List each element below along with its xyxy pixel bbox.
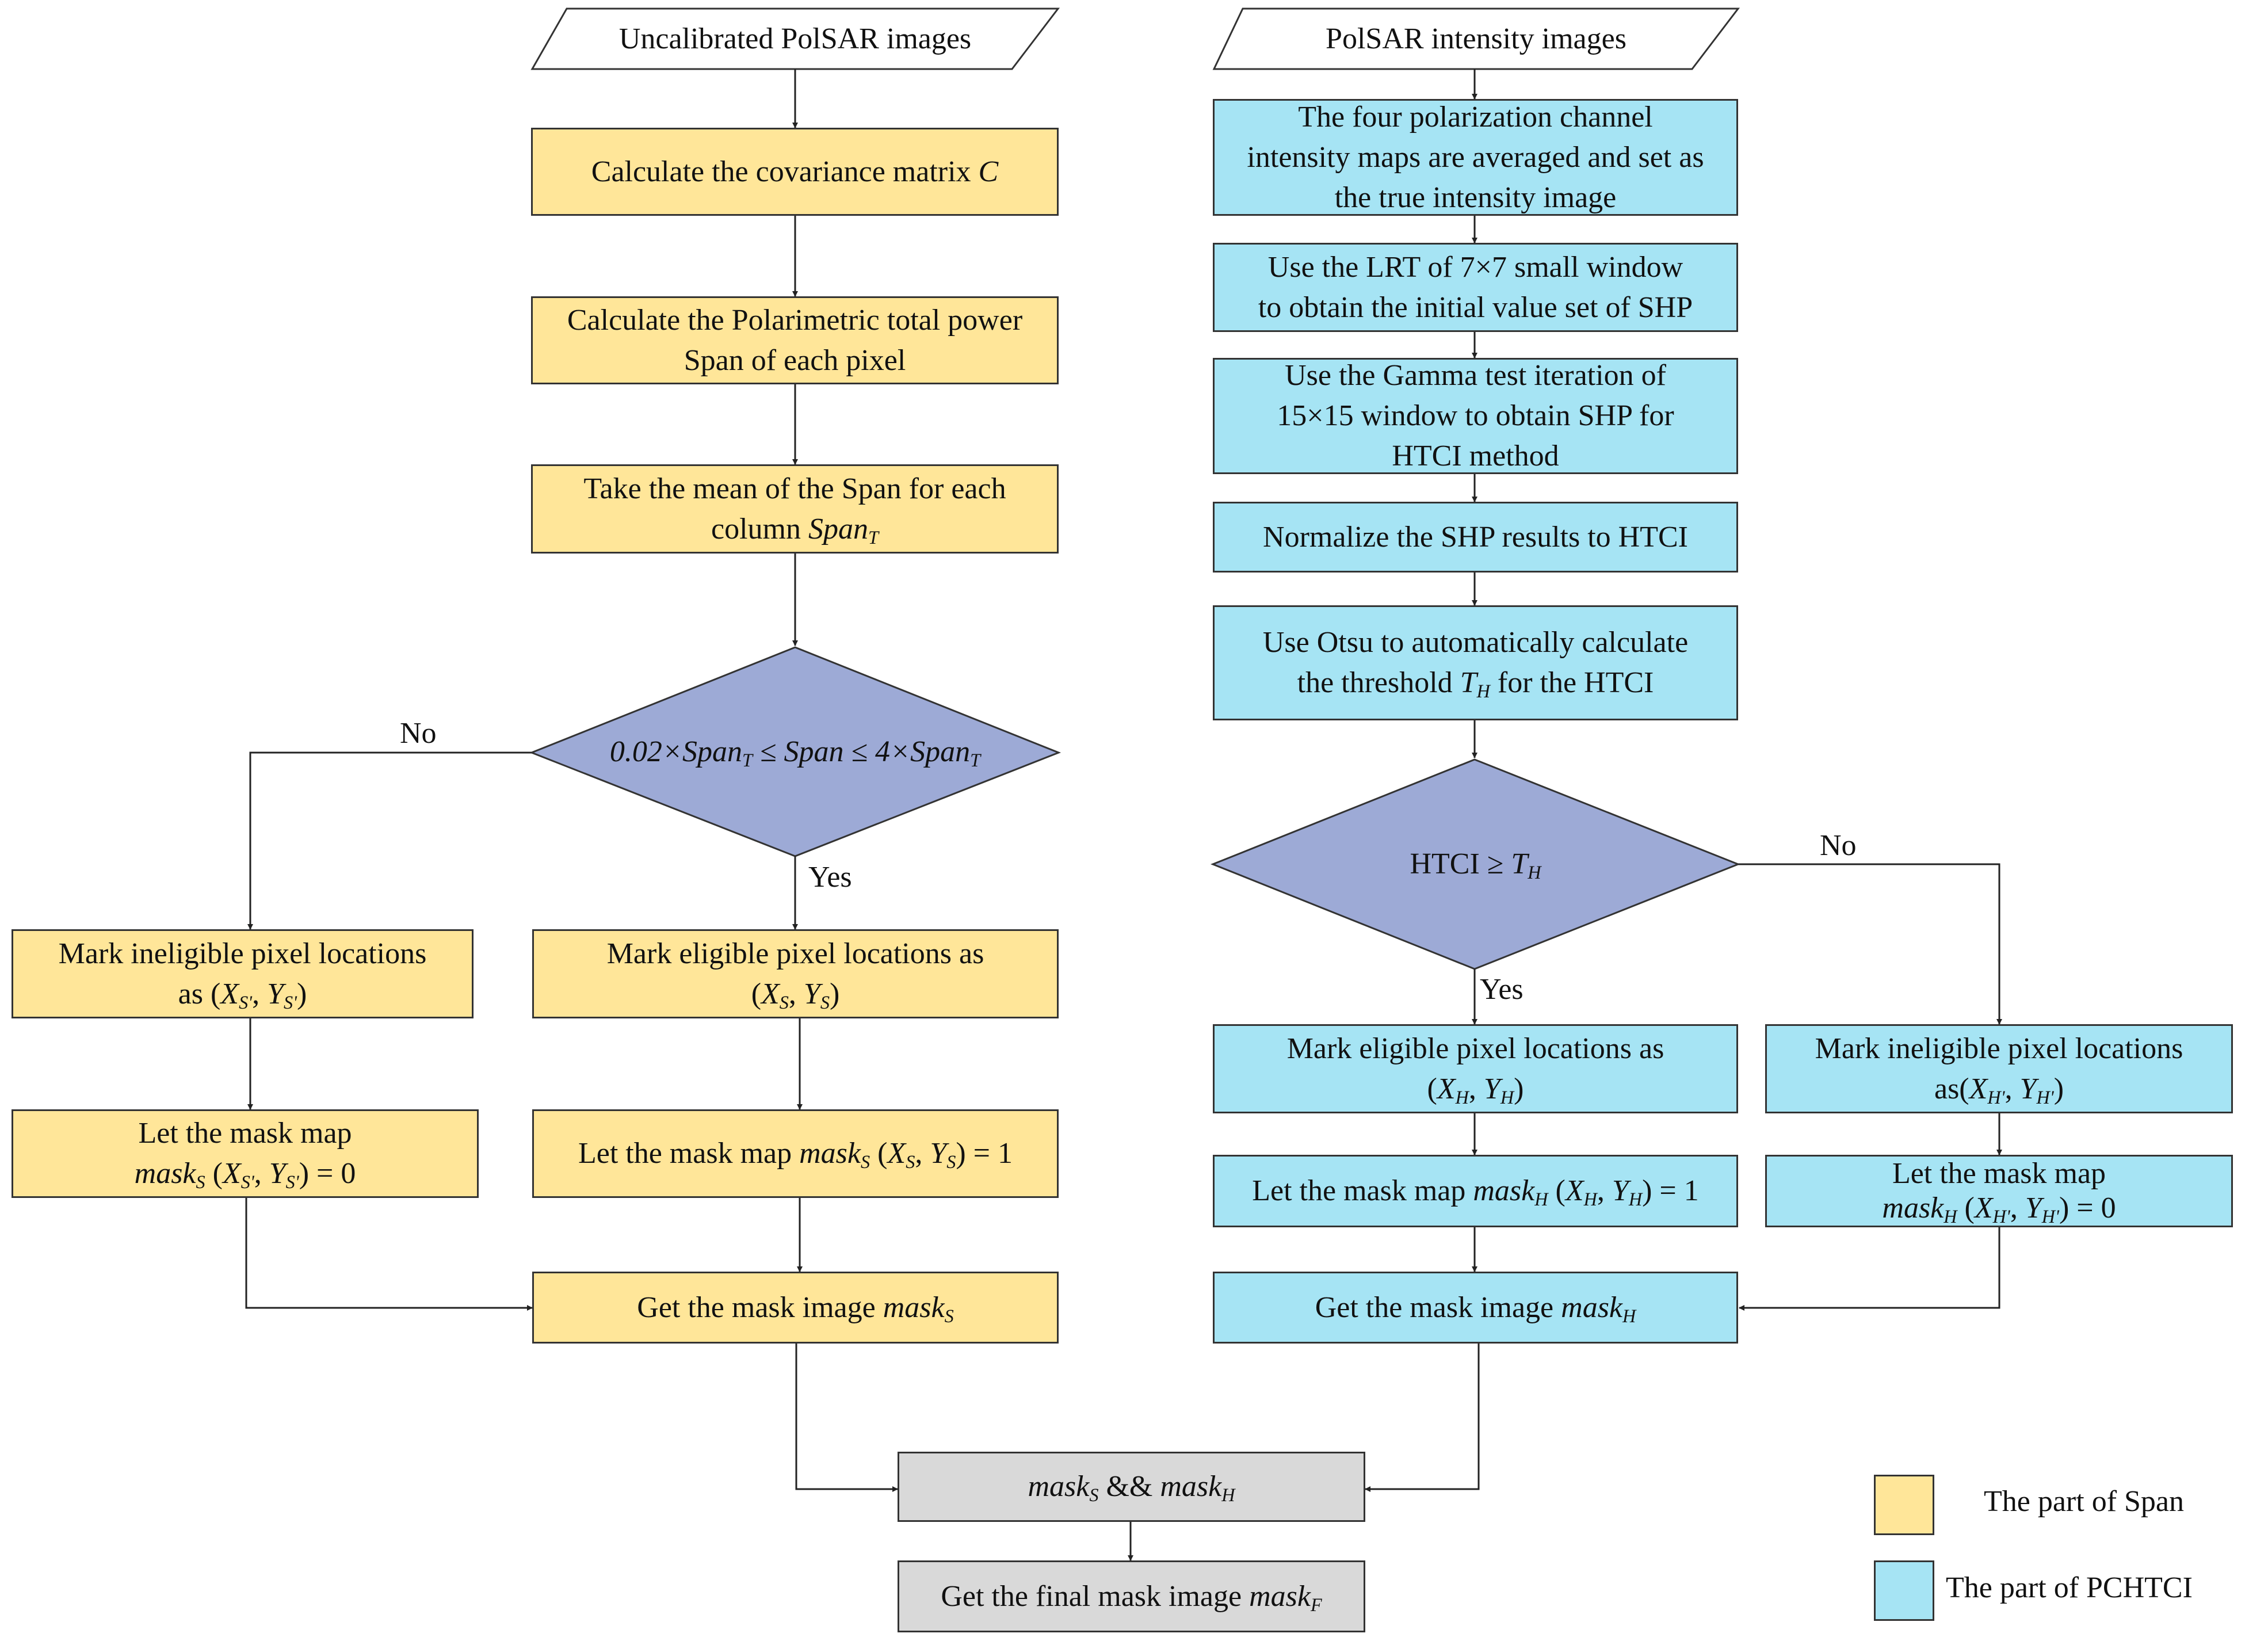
- right-decision-text: HTCI ≥ TH: [1410, 848, 1541, 883]
- right-no-label: No: [1820, 829, 1857, 862]
- arrow-l-get-merge: [795, 1344, 898, 1492]
- merge-box: maskS && maskH: [898, 1452, 1365, 1522]
- right-mark-eligible: Mark eligible pixel locations as (XH, YH…: [1213, 1024, 1738, 1113]
- left-step-covariance: Calculate the covariance matrix C: [531, 128, 1059, 216]
- legend-swatch-span: [1874, 1475, 1934, 1535]
- right-step-average: The four polarization channel intensity …: [1213, 99, 1738, 216]
- left-get-mask-image: Get the mask image maskS: [532, 1272, 1059, 1344]
- right-mark-ineligible: Mark ineligible pixel locations as(XH', …: [1765, 1024, 2233, 1113]
- right-get-mask-image: Get the mask image maskH: [1213, 1272, 1738, 1344]
- right-step-normalize: Normalize the SHP results to HTCI: [1213, 502, 1738, 573]
- legend-label-span: The part of Span: [1984, 1485, 2185, 1518]
- left-mask-one: Let the mask map maskS (XS, YS) = 1: [532, 1109, 1059, 1198]
- right-step-otsu: Use Otsu to automatically calculate the …: [1213, 605, 1738, 720]
- arrow-r-get-merge: [1365, 1344, 1480, 1492]
- left-step-span: Calculate the Polarimetric total power S…: [531, 296, 1059, 384]
- input-parallelogram-right: [1212, 7, 1740, 70]
- legend-label-pchtci: The part of PCHTCI: [1946, 1571, 2193, 1604]
- arrow-r-decision-no: [1738, 863, 2002, 1025]
- arrow-l-mask0-get: [245, 1198, 533, 1311]
- left-mask-zero: Let the mask map maskS (XS', YS') = 0: [12, 1109, 479, 1198]
- right-mask-one: Let the mask map maskH (XH, YH) = 1: [1213, 1155, 1738, 1227]
- right-mask-zero: Let the mask map maskH (XH', YH') = 0: [1765, 1155, 2233, 1227]
- legend-swatch-pchtci: [1874, 1560, 1934, 1621]
- left-no-label: No: [400, 717, 437, 750]
- left-decision-text: 0.02×SpanT ≤ Span ≤ 4×SpanT: [609, 735, 981, 770]
- right-yes-label: Yes: [1480, 973, 1524, 1006]
- final-mask-box: Get the final mask image maskF: [898, 1560, 1365, 1632]
- arrow-r-mask0-get: [1739, 1227, 2000, 1311]
- arrow-l-decision-no: [247, 751, 532, 930]
- left-yes-label: Yes: [808, 861, 852, 894]
- input-parallelogram-left: [530, 7, 1060, 70]
- left-step-mean-span: Take the mean of the Span for each colum…: [531, 464, 1059, 554]
- left-mark-eligible: Mark eligible pixel locations as (XS, YS…: [532, 929, 1059, 1018]
- input-left-label: Uncalibrated PolSAR images: [618, 22, 972, 55]
- input-right-label: PolSAR intensity images: [1326, 22, 1626, 55]
- left-mark-ineligible: Mark ineligible pixel locations as (XS',…: [12, 929, 474, 1018]
- right-step-gamma: Use the Gamma test iteration of 15×15 wi…: [1213, 358, 1738, 474]
- right-step-lrt: Use the LRT of 7×7 small window to obtai…: [1213, 243, 1738, 332]
